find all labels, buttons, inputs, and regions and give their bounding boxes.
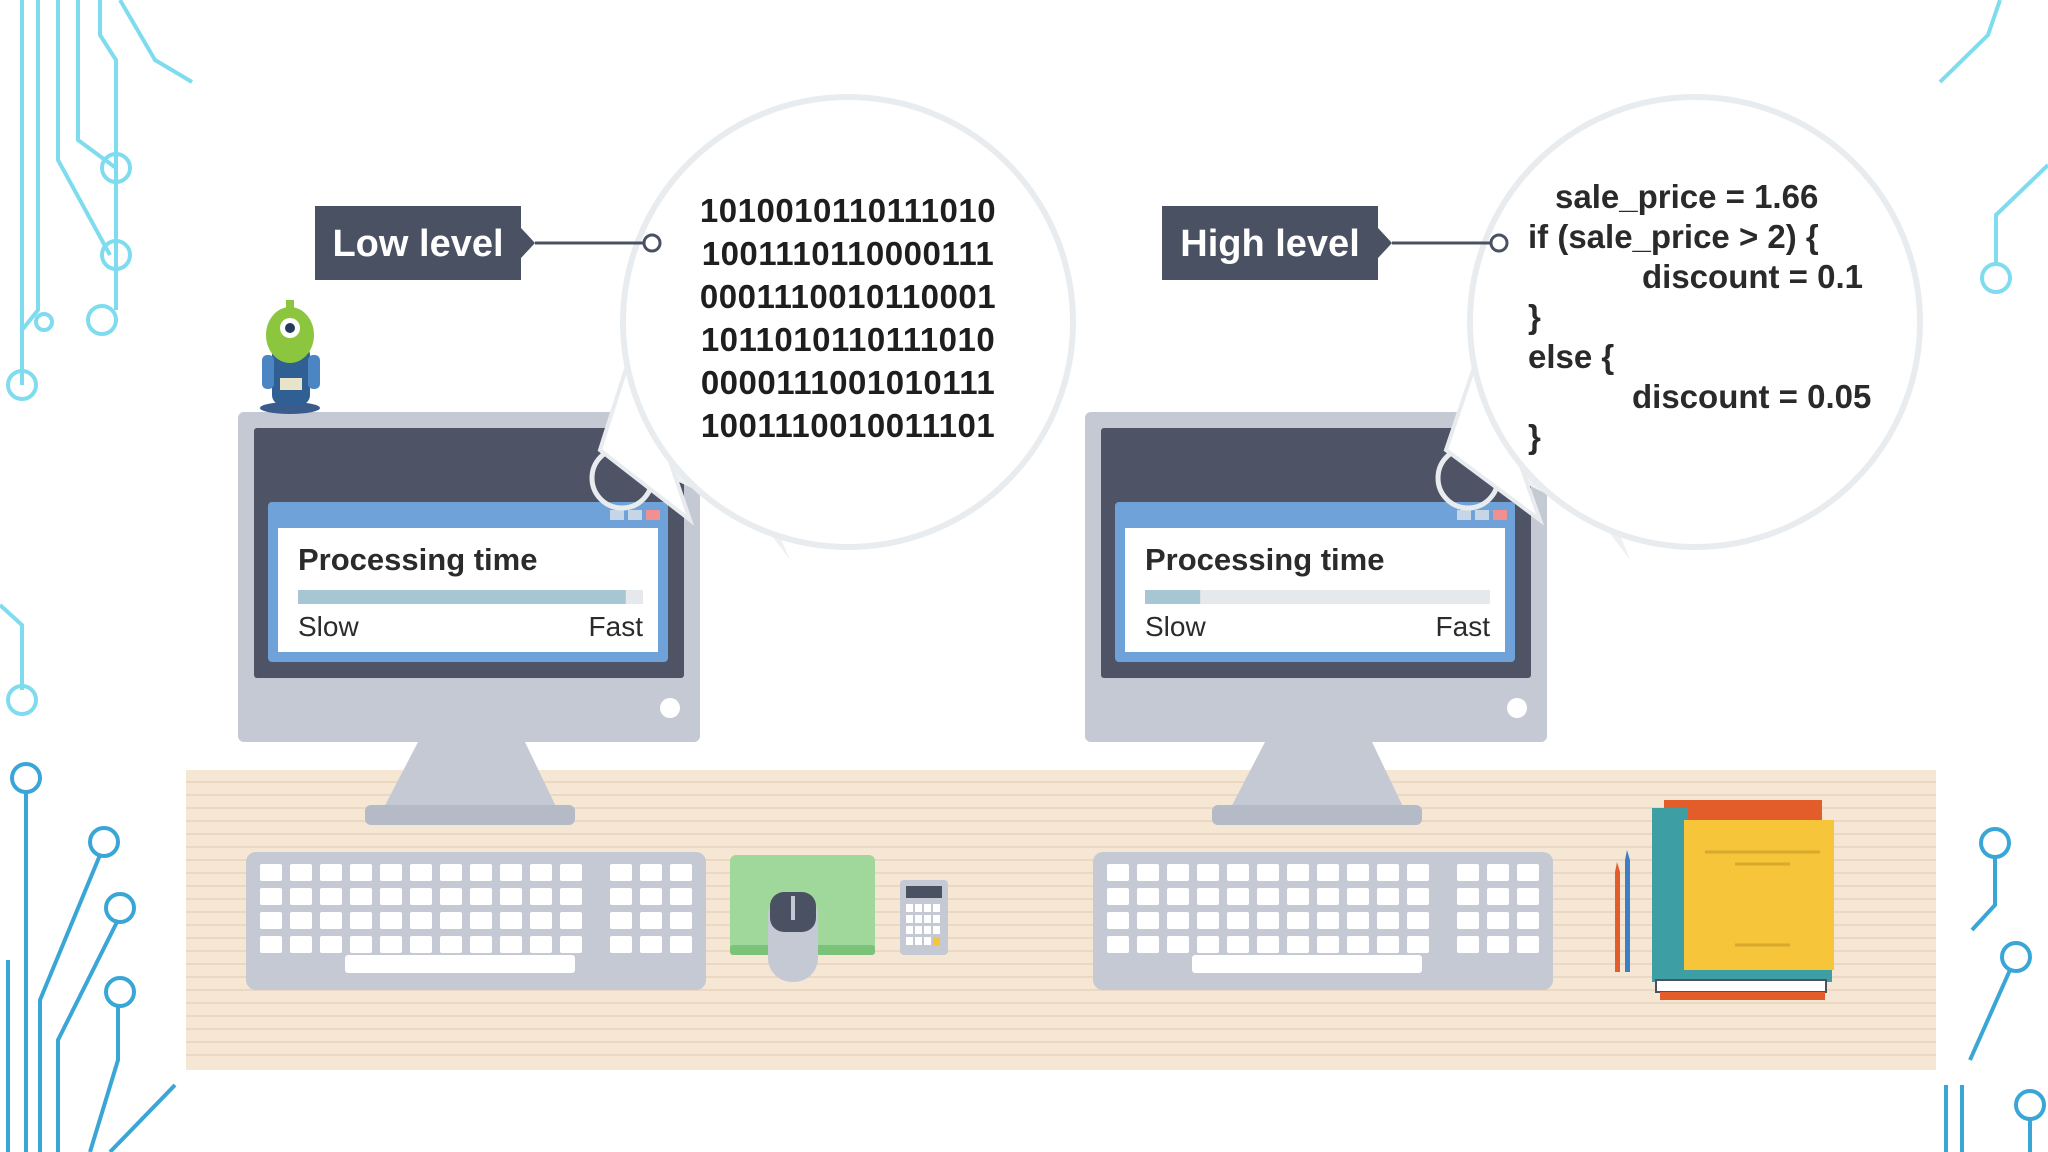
low-level-label: Low level [315,206,662,280]
books-icon [1652,800,1834,1000]
code-line: } [1528,298,1541,335]
close-icon [1493,510,1507,520]
maximize-icon [1475,510,1489,520]
circuit-decoration-top-right [1938,0,2048,294]
code-line: discount = 0.1 [1642,258,1863,295]
left-zoom-bubble: 1010010110111010 1001110110000111 00011100… [597,94,1076,550]
maximize-icon [628,510,642,520]
left-fast-label: Fast [589,611,644,642]
binary-line: 1001110110000111 [702,235,995,272]
binary-line: 1001110010011101 [701,407,995,444]
left-window-title: Processing time [298,542,537,577]
robot-mascot-icon [260,300,320,414]
left-keyboard-icon [246,852,706,990]
right-progress-track [1145,590,1490,604]
circuit-decoration-bottom-right [1944,827,2046,1152]
code-line: if (sale_price > 2) { [1528,218,1819,255]
left-progress-fill [298,590,626,604]
binary-line: 1011010110111010 [701,321,995,358]
right-window-title: Processing time [1145,542,1384,577]
calculator-icon [900,880,948,955]
pens-icon [1615,850,1630,972]
high-level-label: High level [1162,206,1509,280]
left-processing-window: Processing time Slow Fast [268,502,668,662]
right-slow-label: Slow [1145,611,1206,642]
svg-text:High level: High level [1180,223,1360,265]
minimize-icon [610,510,624,520]
binary-line: 1010010110111010 [700,192,996,229]
circuit-decoration-top-left [6,0,194,401]
close-icon [646,510,660,520]
binary-line: 0000111001010111 [701,364,995,401]
svg-text:Low level: Low level [332,223,503,265]
code-line: sale_price = 1.66 [1555,178,1818,215]
code-line: } [1528,418,1541,455]
right-progress-fill [1145,590,1201,604]
left-slow-label: Slow [298,611,359,642]
binary-line: 0001110010110001 [700,278,996,315]
code-line: discount = 0.05 [1632,378,1871,415]
minimize-icon [1457,510,1471,520]
right-keyboard-icon [1093,852,1553,990]
right-processing-window: Processing time Slow Fast [1115,502,1515,662]
circuit-decoration-bottom-left [0,603,177,1152]
right-fast-label: Fast [1436,611,1491,642]
code-line: else { [1528,338,1614,375]
mouse-icon [768,892,818,982]
